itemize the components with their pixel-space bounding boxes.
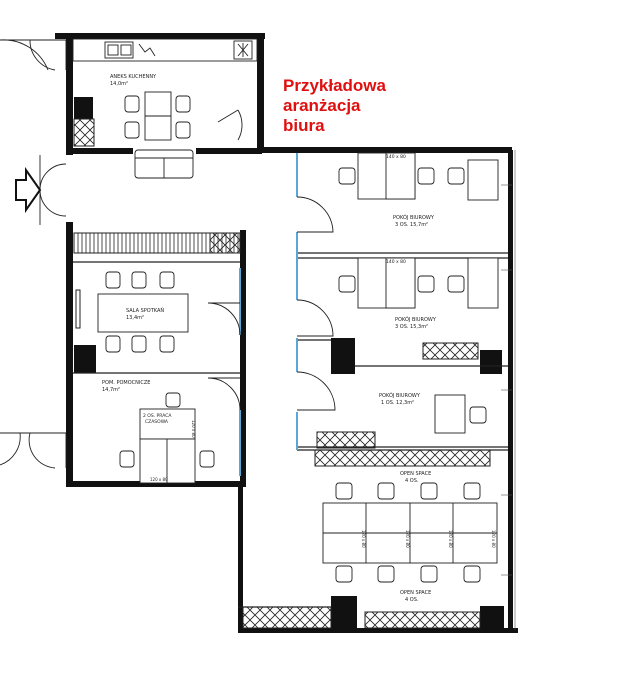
open-space-desks: [322, 502, 498, 564]
meeting-screen: [75, 289, 81, 329]
meeting-chairs: [105, 271, 175, 353]
kitchen-chairs: [124, 95, 191, 139]
auxiliary-desk-dim-1: 120 x 80: [191, 420, 196, 438]
radiator-hatch: [209, 232, 241, 254]
open-space-desk-dim-3: 120 x 80: [448, 530, 453, 548]
open-space-2-name: OPEN SPACE: [400, 590, 431, 596]
open-space-cabinets-top: [314, 449, 491, 467]
title-line-3: biura: [283, 116, 325, 135]
auxiliary-area: 14,7m²: [102, 387, 120, 393]
open-space-cabinets-bottom: [364, 611, 481, 629]
office-2-area: 3 OS. 15,3m²: [395, 324, 428, 330]
open-space-desk-dim-4: 120 x 80: [491, 530, 496, 548]
office-1-desk-dim: 140 x 80: [386, 154, 406, 160]
auxiliary-note-2: CZASOWA: [145, 419, 169, 425]
office-3-cabinet: [316, 431, 376, 449]
corridor-cabinet: [242, 606, 332, 629]
title-line-1: Przykładowa: [283, 76, 386, 95]
office-3-desk: [434, 394, 466, 434]
open-space-desk-dim-2: 120 x 80: [405, 530, 410, 548]
office-3-name: POKÓJ BIUROWY: [379, 392, 421, 399]
kitchen-counter: [72, 38, 258, 62]
windows: [501, 150, 516, 630]
office-1-name: POKÓJ BIUROWY: [393, 214, 435, 221]
meeting-table: [97, 293, 189, 333]
entrance-arrow-icon: [15, 166, 42, 214]
open-space-2-count: 4 OS.: [405, 597, 419, 603]
kitchen-cabinet: [73, 118, 95, 147]
open-space-1-name: OPEN SPACE: [400, 471, 431, 477]
meeting-area: 13,4m²: [126, 315, 144, 321]
office-1-area: 3 OS. 15,7m²: [395, 222, 428, 228]
kitchen-area: 14,0m²: [110, 81, 128, 87]
glass-partitions: [239, 153, 298, 476]
plan-title: Przykładowa aranżacja biura: [283, 76, 433, 136]
office-2-name: POKÓJ BIUROWY: [395, 316, 437, 323]
meeting-name: SALA SPOTKAŃ: [126, 307, 164, 314]
open-space-chairs: [335, 482, 481, 583]
auxiliary-desks: [139, 408, 196, 484]
office-3-chair: [469, 406, 487, 424]
title-line-2: aranżacja: [283, 96, 361, 115]
office-1-chairs: [338, 167, 465, 185]
office-2-cabinet: [422, 342, 479, 360]
auxiliary-chairs: [119, 392, 215, 468]
office-3-area: 1 OS. 12,3m²: [381, 400, 414, 406]
kitchen-sofa: [134, 149, 194, 179]
open-space-1-count: 4 OS.: [405, 478, 419, 484]
open-space-desk-dim-1: 120 x 80: [361, 530, 366, 548]
auxiliary-note-1: 2 OS. PRACA: [143, 413, 172, 419]
office-2-desks: [357, 257, 499, 309]
office-2-chairs: [338, 275, 465, 293]
auxiliary-desk-dim-2: 120 x 80: [150, 477, 168, 482]
office-1-desks: [357, 152, 499, 201]
office-2-desk-dim: 140 x 80: [386, 259, 406, 265]
kitchen-name: ANEKS KUCHENNY: [110, 74, 157, 80]
kitchen-table: [144, 91, 172, 141]
auxiliary-name: POM. POMOCNICZE: [102, 380, 150, 386]
